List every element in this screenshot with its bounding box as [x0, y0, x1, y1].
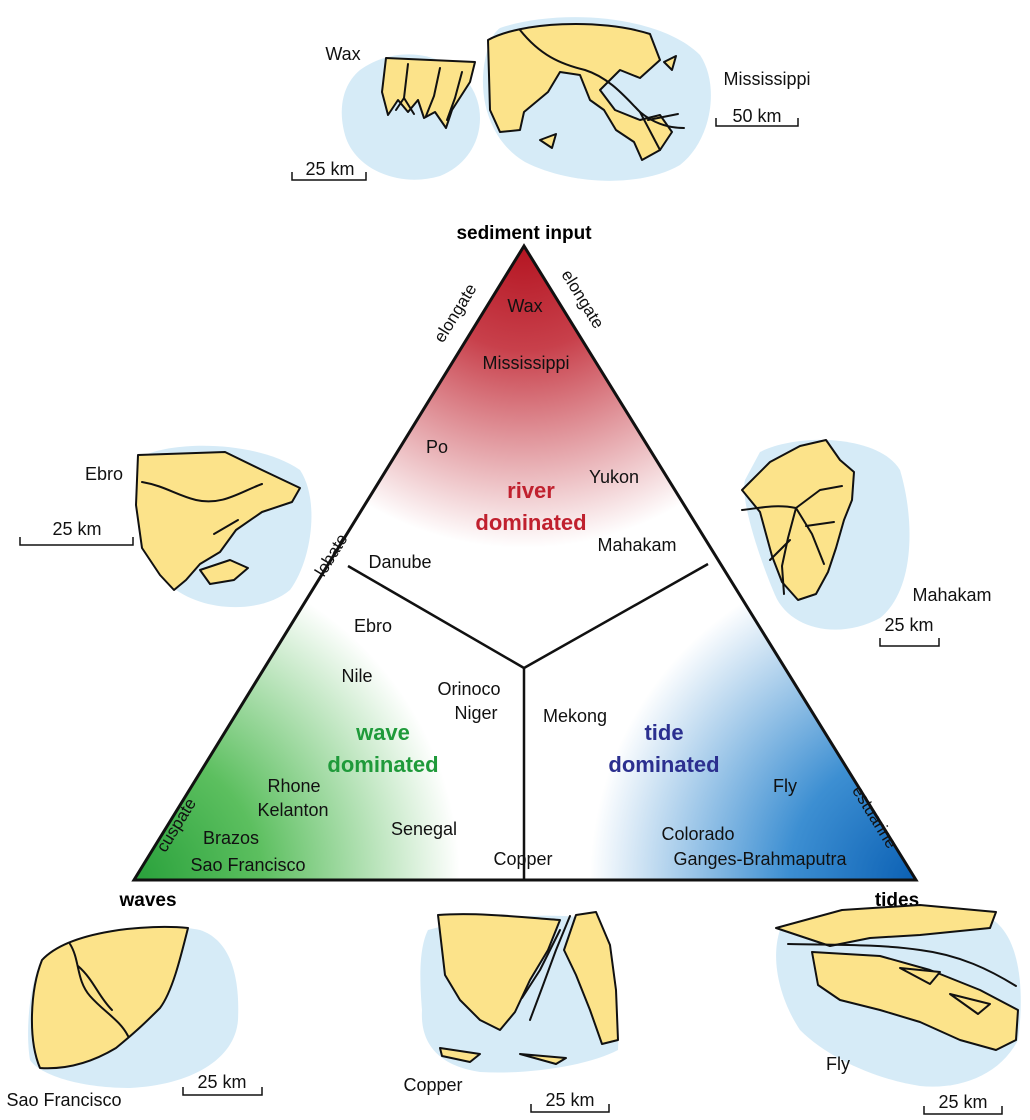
- map-mahakam-scale: 25 km: [884, 615, 933, 635]
- delta-label-colorado: Colorado: [661, 824, 734, 844]
- delta-label-mississippi: Mississippi: [482, 353, 569, 373]
- map-mahakam-name: Mahakam: [912, 585, 991, 605]
- delta-label-wax: Wax: [507, 296, 542, 316]
- delta-label-brazos: Brazos: [203, 828, 259, 848]
- zone-label-river: river: [507, 478, 555, 503]
- map-mahakam-scalebar: [879, 638, 940, 647]
- delta-label-rhone: Rhone: [267, 776, 320, 796]
- delta-label-po: Po: [426, 437, 448, 457]
- delta-label-yukon: Yukon: [589, 467, 639, 487]
- map-wax-scalebar: [291, 172, 367, 181]
- delta-label-kelanton: Kelanton: [257, 800, 328, 820]
- map-copper-name: Copper: [403, 1075, 462, 1095]
- zone-label-river-dominated: dominated: [475, 510, 586, 535]
- map-sao-francisco-name: Sao Francisco: [6, 1090, 121, 1110]
- map-fly: Fly 25 km: [775, 904, 1021, 1115]
- map-sao-francisco: Sao Francisco 25 km: [6, 925, 263, 1110]
- delta-label-senegal: Senegal: [391, 819, 457, 839]
- delta-label-danube: Danube: [368, 552, 431, 572]
- divider-river-wave: [347, 564, 525, 670]
- map-mississippi-name: Mississippi: [723, 69, 810, 89]
- map-ebro-scalebar: [19, 537, 134, 546]
- map-wax: Wax 25 km: [291, 44, 480, 181]
- map-wax-name: Wax: [325, 44, 360, 64]
- delta-label-fly: Fly: [773, 776, 797, 796]
- map-mississippi-scale: 50 km: [732, 106, 781, 126]
- delta-label-copper: Copper: [493, 849, 552, 869]
- zone-label-tide-dominated: dominated: [608, 752, 719, 777]
- corner-label-waves: waves: [118, 890, 176, 911]
- zone-label-wave-dominated: dominated: [327, 752, 438, 777]
- map-ebro-name: Ebro: [85, 464, 123, 484]
- delta-label-nile: Nile: [341, 666, 372, 686]
- map-copper-scalebar: [530, 1104, 610, 1113]
- map-wax-scale: 25 km: [305, 159, 354, 179]
- delta-label-sao-francisco: Sao Francisco: [190, 855, 305, 875]
- delta-label-orinoco: Orinoco: [437, 679, 500, 699]
- map-mississippi-scalebar: [715, 118, 799, 127]
- map-ebro-scale: 25 km: [52, 519, 101, 539]
- map-ebro: Ebro 25 km: [19, 445, 312, 608]
- map-mississippi: Mississippi 50 km: [482, 17, 811, 181]
- map-mahakam: Mahakam 25 km: [741, 439, 992, 647]
- delta-label-ebro: Ebro: [354, 616, 392, 636]
- map-sao-francisco-scalebar: [182, 1087, 263, 1096]
- zone-label-wave: wave: [355, 720, 410, 745]
- delta-label-niger: Niger: [454, 703, 497, 723]
- map-fly-name: Fly: [826, 1054, 850, 1074]
- map-sao-francisco-scale: 25 km: [197, 1072, 246, 1092]
- zone-label-tide: tide: [644, 720, 683, 745]
- corner-label-sediment: sediment input: [456, 223, 592, 244]
- map-fly-scalebar: [923, 1106, 1003, 1115]
- divider-river-tide: [523, 562, 709, 670]
- map-copper-scale: 25 km: [545, 1090, 594, 1110]
- map-copper: Copper 25 km: [403, 911, 619, 1113]
- delta-label-mekong: Mekong: [543, 706, 607, 726]
- delta-label-ganges-brahmaputra: Ganges-Brahmaputra: [673, 849, 847, 869]
- delta-label-mahakam: Mahakam: [597, 535, 676, 555]
- map-fly-scale: 25 km: [938, 1092, 987, 1112]
